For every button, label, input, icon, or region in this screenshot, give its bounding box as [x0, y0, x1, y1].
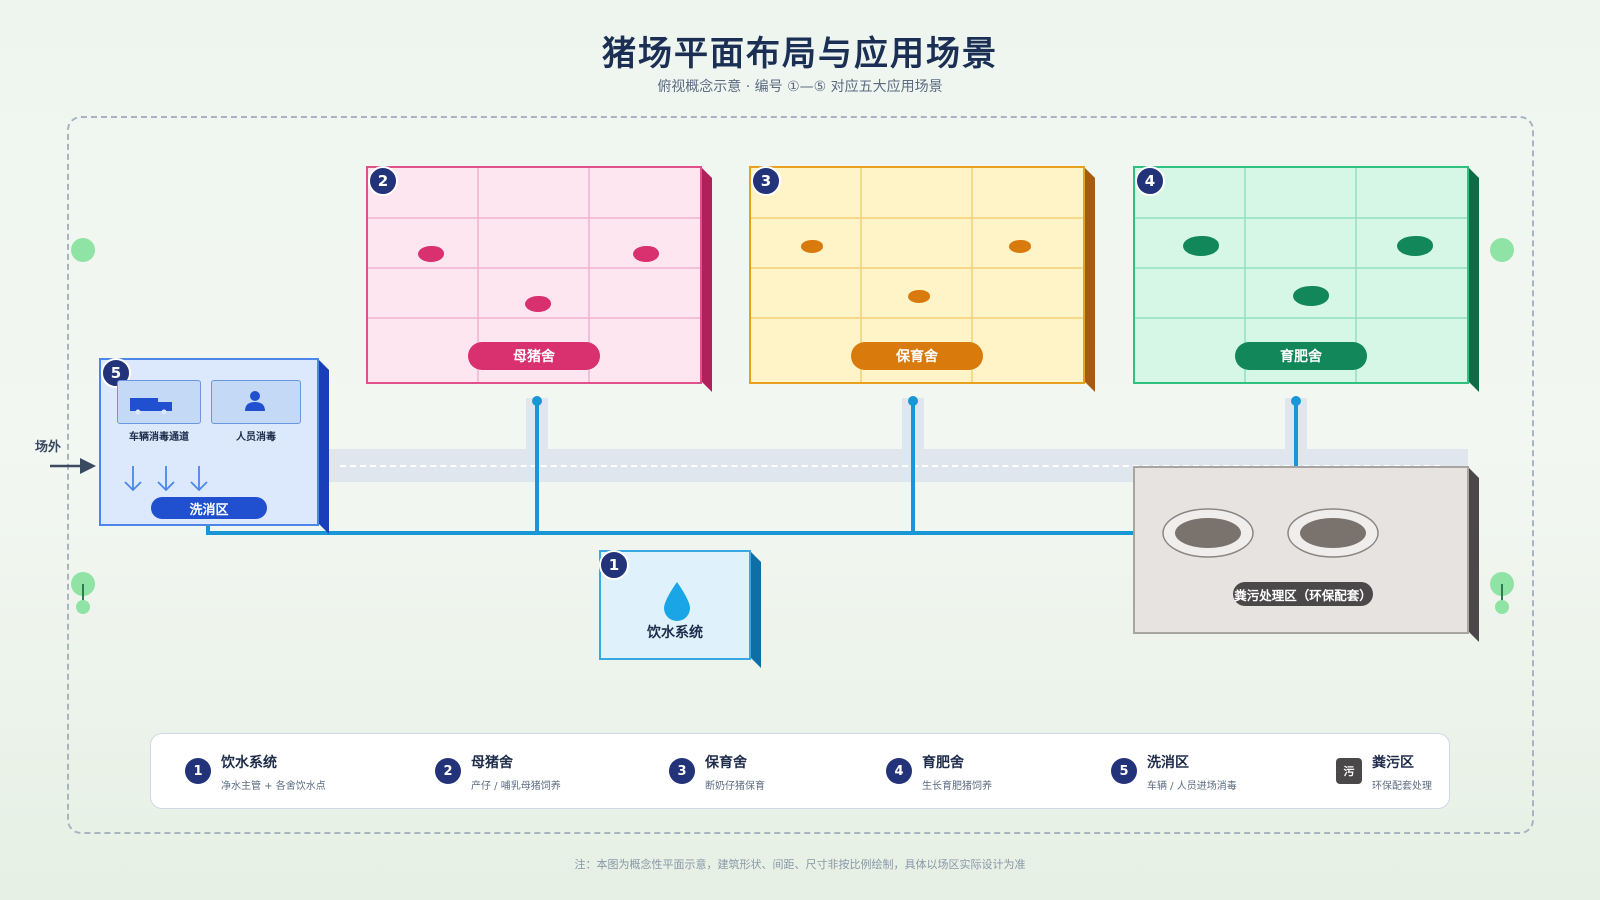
legend-badge: 2	[435, 758, 461, 784]
arrow-down-icon	[124, 466, 208, 492]
pig-icon	[633, 246, 659, 262]
pig-icon	[1293, 286, 1329, 306]
waste-treatment-zone[interactable]: 粪污处理区（环保配套）	[1133, 466, 1479, 642]
legend-panel: 1 饮水系统 净水主管 + 各舍饮水点 2 母猪舍 产仔 / 哺乳母猪饲养 3 …	[150, 733, 1450, 809]
pig-icon	[1009, 240, 1031, 253]
page-subtitle: 俯视概念示意 · 编号 ①—⑤ 对应五大应用场景	[657, 79, 943, 95]
pig-icon	[418, 246, 444, 262]
vehicle-label: 车辆消毒通道	[129, 432, 189, 443]
waste-tanks	[1162, 508, 1379, 558]
water-pipe-branch	[535, 400, 539, 535]
pig-icon	[908, 290, 930, 303]
area-label: 育肥舍	[1235, 342, 1367, 370]
legend-desc: 产仔 / 哺乳母猪饲养	[471, 781, 561, 792]
road-centerline	[340, 465, 1440, 467]
area-label: 饮水系统	[647, 625, 703, 641]
water-pipe-branch	[206, 522, 210, 535]
water-pipe-branch	[1294, 400, 1298, 468]
pig-icon	[1183, 236, 1219, 256]
water-drop-icon	[664, 582, 690, 621]
legend-item: 5 洗消区 车辆 / 人员进场消毒	[1111, 752, 1237, 792]
vehicle-channel	[117, 380, 201, 424]
legend-badge: 3	[669, 758, 695, 784]
pig-icon	[801, 240, 823, 253]
arrow-right-icon	[50, 458, 96, 474]
legend-desc: 生长育肥猪饲养	[922, 781, 992, 792]
legend-item: 4 育肥舍 生长育肥猪饲养	[886, 752, 992, 792]
nursery-house[interactable]: 3 保育舍	[749, 166, 1095, 392]
legend-badge: 5	[1111, 758, 1137, 784]
area-badge: 5	[101, 358, 131, 388]
legend-title: 保育舍	[705, 755, 747, 771]
legend-item: 3 保育舍 断奶仔猪保育	[669, 752, 765, 792]
area-label: 洗消区	[151, 497, 267, 519]
footer-note: 注：本图为概念性平面示意，建筑形状、间距、尺寸非按比例绘制，具体以场区实际设计为…	[574, 858, 1026, 871]
area-label: 粪污处理区（环保配套）	[1233, 582, 1373, 606]
area-label: 保育舍	[851, 342, 983, 370]
water-main-pipe	[206, 531, 1136, 535]
truck-icon	[130, 398, 172, 415]
legend-title: 育肥舍	[922, 755, 964, 771]
tree-icon	[1490, 238, 1514, 262]
area-badge: 1	[599, 550, 629, 580]
water-point	[1291, 396, 1301, 406]
water-system[interactable]: 1 饮水系统	[599, 550, 761, 668]
entrance-label: 场外	[35, 440, 62, 455]
legend-badge: 4	[886, 758, 912, 784]
area-badge: 3	[751, 166, 781, 196]
finishing-house[interactable]: 4 育肥舍	[1133, 166, 1479, 392]
farm-boundary	[67, 116, 1534, 834]
legend-badge: 1	[185, 758, 211, 784]
pig-icon	[1397, 236, 1433, 256]
tree-icon	[71, 238, 95, 262]
water-point	[532, 396, 542, 406]
disinfection-zone[interactable]: 5 车辆消毒通道 人员消毒 洗消区	[99, 358, 329, 534]
legend-desc: 车辆 / 人员进场消毒	[1147, 781, 1237, 792]
legend-desc: 净水主管 + 各舍饮水点	[221, 781, 326, 792]
pig-icon	[525, 296, 551, 312]
tree-icon	[71, 572, 95, 614]
person-label: 人员消毒	[236, 432, 276, 443]
sow-house[interactable]: 2 母猪舍	[366, 166, 712, 392]
legend-title: 粪污区	[1372, 755, 1414, 771]
legend-item: 污 粪污区 环保配套处理	[1336, 752, 1432, 792]
legend-desc: 环保配套处理	[1372, 781, 1432, 792]
legend-badge: 污	[1336, 758, 1362, 784]
legend-title: 母猪舍	[471, 755, 513, 771]
water-point	[908, 396, 918, 406]
legend-item: 1 饮水系统 净水主管 + 各舍饮水点	[185, 752, 326, 792]
legend-title: 洗消区	[1147, 755, 1189, 771]
person-channel	[211, 380, 301, 424]
page-title: 猪场平面布局与应用场景	[602, 34, 998, 74]
area-badge: 4	[1135, 166, 1165, 196]
tree-icon	[1490, 572, 1514, 614]
person-icon	[245, 391, 265, 411]
water-pipe-branch	[911, 400, 915, 535]
legend-desc: 断奶仔猪保育	[705, 781, 765, 792]
area-label: 母猪舍	[468, 342, 600, 370]
area-badge: 2	[368, 166, 398, 196]
pen-grid	[368, 168, 700, 382]
legend-title: 饮水系统	[221, 755, 277, 771]
legend-item: 2 母猪舍 产仔 / 哺乳母猪饲养	[435, 752, 561, 792]
